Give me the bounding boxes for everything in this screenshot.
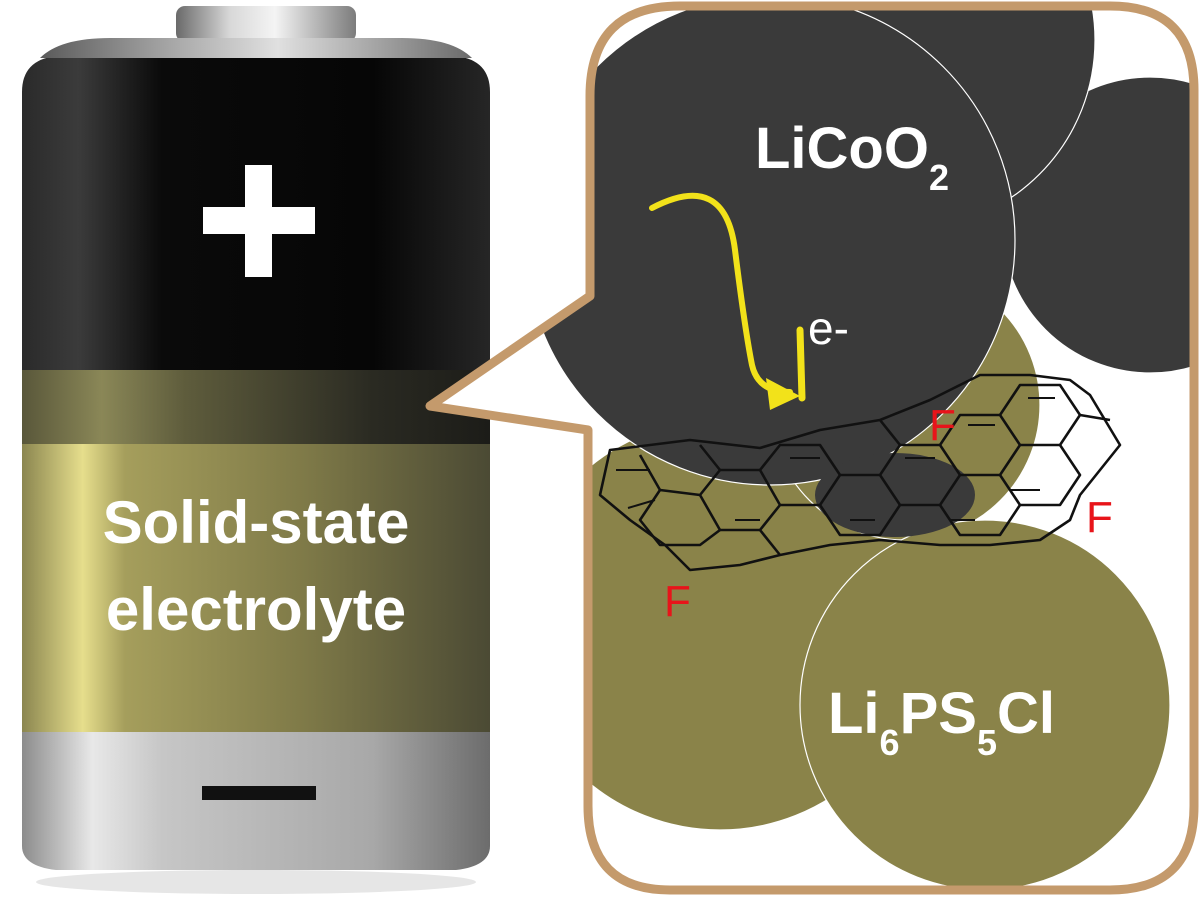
- battery-label-line1: Solid-state: [103, 489, 410, 556]
- battery-body: [22, 442, 490, 732]
- fluorine-label: F: [1086, 493, 1113, 542]
- fluorine-label: F: [664, 577, 691, 626]
- zoom-bubble-outline: [425, 1, 1199, 895]
- battery-label-line2: electrolyte: [106, 576, 406, 643]
- battery-shoulder: [40, 38, 472, 58]
- plus-icon: [203, 165, 315, 277]
- cathode-formula: LiCoO2: [755, 116, 949, 198]
- battery-terminal-cap: [176, 6, 356, 42]
- electrolyte-particle: [799, 519, 1171, 890]
- battery-shadow: [36, 870, 476, 894]
- graphene-sheet-icon: [598, 373, 1122, 572]
- electron-arrow-icon: [649, 192, 806, 410]
- cathode-particle: [815, 453, 975, 537]
- electrolyte-formula: Li6PS5Cl: [828, 681, 1055, 763]
- battery: Solid-state electrolyte: [22, 6, 490, 894]
- zoom-bubble: e- F F F LiCoO2 Li6PS5Cl: [425, 1, 1199, 895]
- minus-icon: [202, 786, 316, 800]
- fluorine-label: F: [929, 401, 956, 450]
- electron-label: e-: [808, 302, 849, 354]
- battery-band: [22, 368, 490, 444]
